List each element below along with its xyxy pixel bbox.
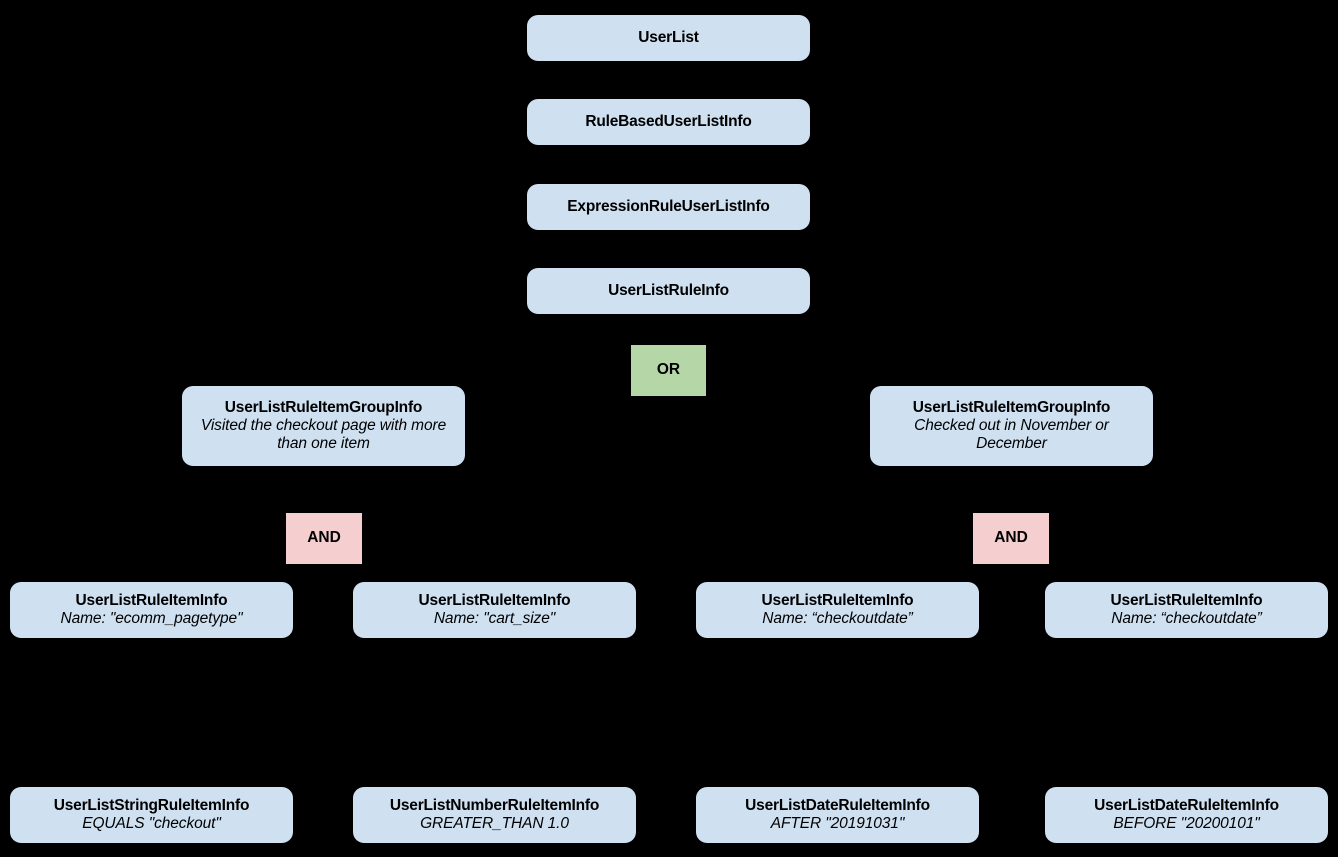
node-subtitle: Name: “checkoutdate” xyxy=(1111,610,1262,627)
node-title: UserListRuleItemGroupInfo xyxy=(912,398,1111,416)
node-and-operator-right[interactable]: AND xyxy=(973,513,1049,564)
node-title: AND xyxy=(994,529,1028,547)
node-title: AND xyxy=(307,529,341,547)
node-and-operator-left[interactable]: AND xyxy=(286,513,362,564)
node-title: UserListDateRuleItemInfo xyxy=(1094,796,1279,814)
node-rule-based-user-list-info[interactable]: RuleBasedUserListInfo xyxy=(527,99,810,145)
node-subtitle: Name: “checkoutdate” xyxy=(762,610,913,627)
node-user-list-rule-info[interactable]: UserListRuleInfo xyxy=(527,268,810,314)
node-title: UserListRuleItemGroupInfo xyxy=(224,398,423,416)
node-expression-rule-user-list-info[interactable]: ExpressionRuleUserListInfo xyxy=(527,184,810,230)
node-title: UserListRuleItemInfo xyxy=(761,591,914,609)
node-title: UserListRuleItemInfo xyxy=(75,591,228,609)
node-user-list[interactable]: UserList xyxy=(527,15,810,61)
node-subtitle: AFTER "20191031" xyxy=(770,815,905,832)
edge-user-list-rule-info-to-group-info-right xyxy=(667,313,1018,388)
node-title: RuleBasedUserListInfo xyxy=(585,112,752,130)
node-subtitle: Visited the checkout page with more than… xyxy=(200,416,447,453)
node-title: ExpressionRuleUserListInfo xyxy=(567,197,770,215)
node-title: UserListRuleInfo xyxy=(608,281,729,299)
node-subtitle: Name: "cart_size" xyxy=(433,610,556,627)
node-title: OR xyxy=(656,361,681,379)
node-subtitle: BEFORE "20200101" xyxy=(1113,815,1260,832)
node-title: UserListRuleItemInfo xyxy=(418,591,571,609)
node-title: UserListRuleItemInfo xyxy=(1110,591,1263,609)
edge-user-list-rule-info-to-group-info-left xyxy=(317,313,670,388)
node-title: UserListNumberRuleItemInfo xyxy=(389,796,600,814)
node-subtitle: Name: "ecomm_pagetype" xyxy=(60,610,243,627)
node-title: UserListDateRuleItemInfo xyxy=(745,796,930,814)
node-subtitle: EQUALS "checkout" xyxy=(82,815,221,832)
node-subtitle: GREATER_THAN 1.0 xyxy=(420,815,569,832)
node-title: UserListStringRuleItemInfo xyxy=(53,796,250,814)
node-or-operator[interactable]: OR xyxy=(631,345,706,396)
node-subtitle: Checked out in November or December xyxy=(914,416,1109,453)
node-title: UserList xyxy=(638,28,699,46)
